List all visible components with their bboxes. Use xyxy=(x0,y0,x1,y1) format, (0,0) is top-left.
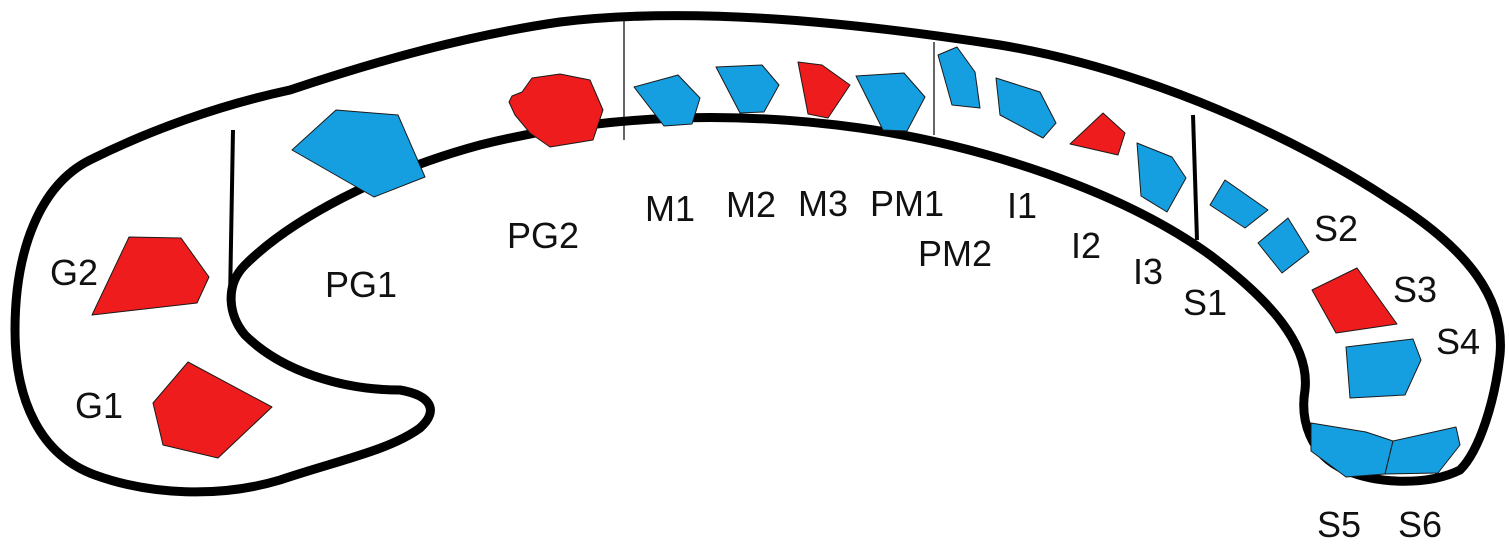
label-m3: M3 xyxy=(798,183,848,224)
label-g2: G2 xyxy=(50,252,98,293)
label-pm2: PM2 xyxy=(918,233,992,274)
shape-i2 xyxy=(1069,112,1126,156)
label-s2: S2 xyxy=(1314,208,1358,249)
shape-g1 xyxy=(152,361,273,459)
label-s4: S4 xyxy=(1436,321,1480,362)
shape-m2 xyxy=(715,64,780,114)
label-i1: I1 xyxy=(1007,185,1037,226)
divider-g-pg xyxy=(228,129,235,301)
shape-pm2 xyxy=(937,46,981,109)
label-i3: I3 xyxy=(1133,251,1163,292)
shape-s3 xyxy=(1311,267,1398,334)
label-s3: S3 xyxy=(1393,269,1437,310)
label-m2: M2 xyxy=(726,184,776,225)
label-s1: S1 xyxy=(1183,282,1227,323)
label-pg2: PG2 xyxy=(507,215,579,256)
shape-s2 xyxy=(1257,217,1310,274)
shape-i3 xyxy=(1136,142,1187,213)
shape-s1 xyxy=(1209,179,1269,229)
shape-s4 xyxy=(1345,338,1422,399)
label-m1: M1 xyxy=(645,188,695,229)
shape-s6 xyxy=(1384,426,1461,475)
shape-m1 xyxy=(633,74,701,127)
label-pg1: PG1 xyxy=(325,264,397,305)
label-pm1: PM1 xyxy=(870,183,944,224)
shape-m3 xyxy=(797,61,851,119)
shape-i1 xyxy=(995,77,1057,139)
shape-g2 xyxy=(91,236,210,316)
label-s5: S5 xyxy=(1317,504,1361,545)
divider-i-s xyxy=(1191,114,1199,241)
label-s6: S6 xyxy=(1398,504,1442,545)
label-i2: I2 xyxy=(1071,225,1101,266)
shape-pg2 xyxy=(508,73,604,148)
shape-pg1 xyxy=(291,109,426,198)
shape-s5 xyxy=(1310,422,1394,478)
shape-pm1 xyxy=(855,72,926,132)
label-g1: G1 xyxy=(75,385,123,426)
